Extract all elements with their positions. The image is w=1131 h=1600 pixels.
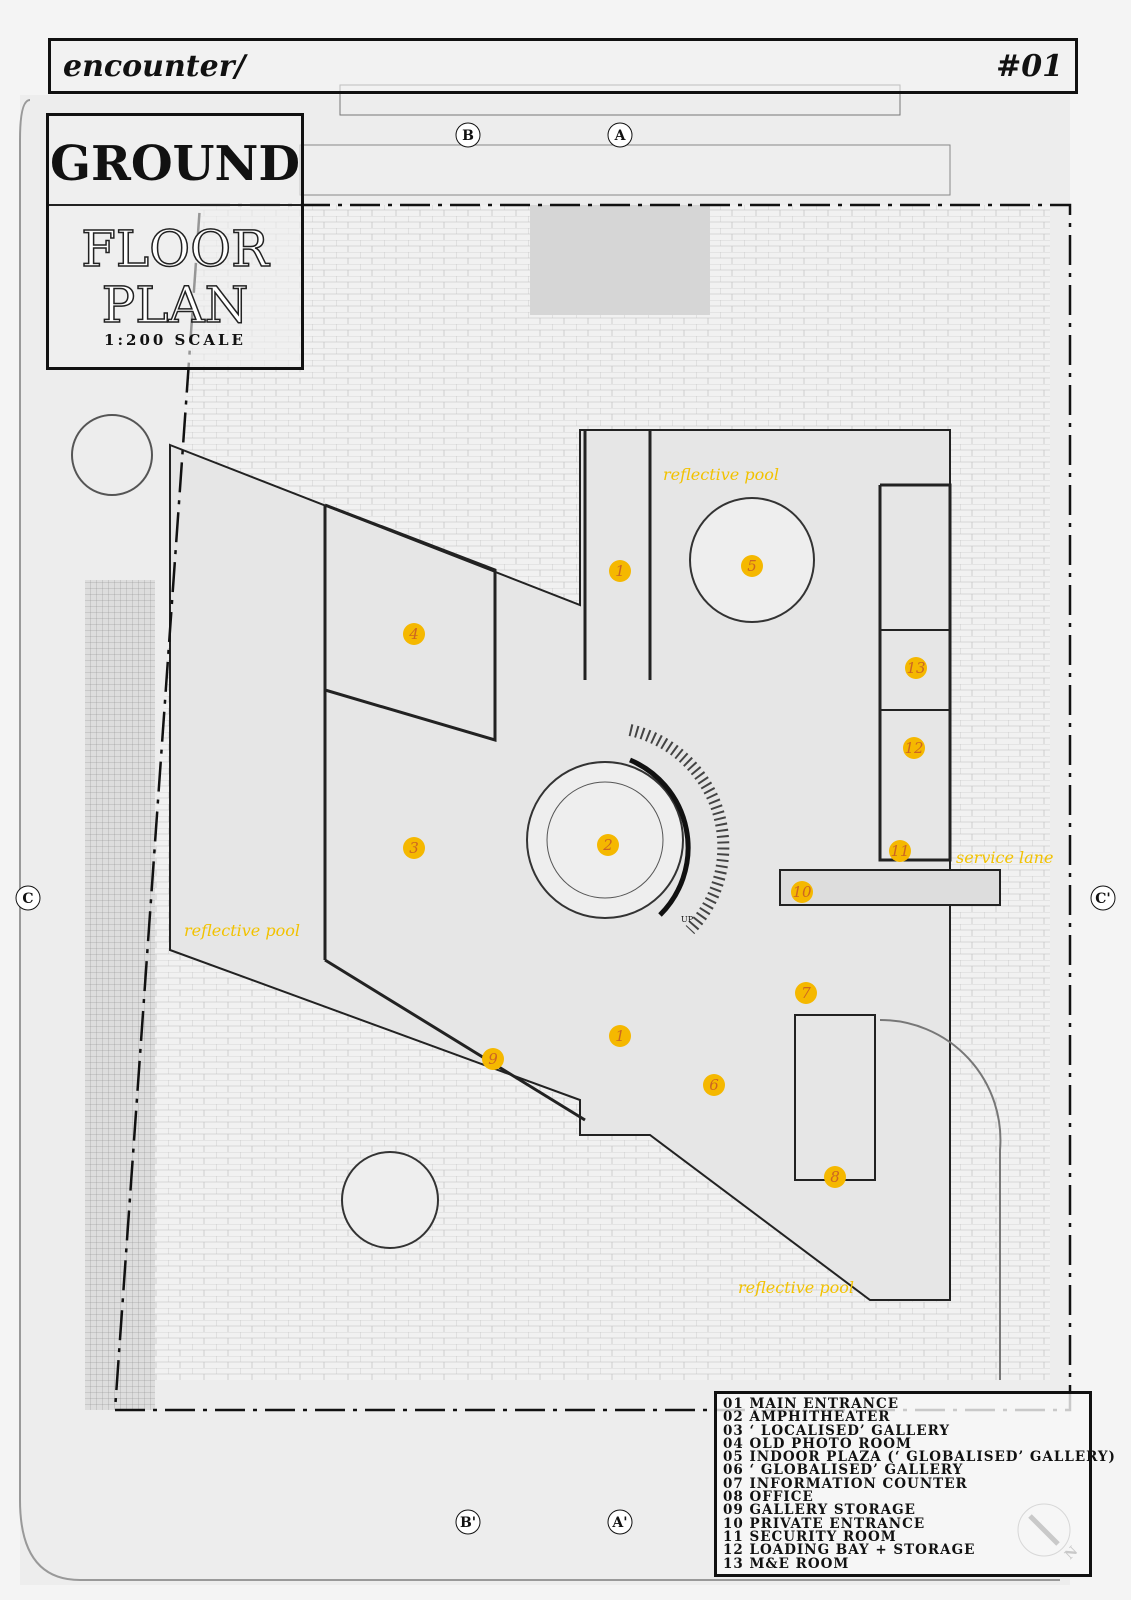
entry-paving [530, 205, 710, 315]
svg-text:10: 10 [792, 883, 812, 901]
room-marker-5: 5 [741, 555, 763, 577]
svg-text:1: 1 [615, 562, 625, 580]
svg-text:A': A' [611, 1515, 627, 1531]
legend-item: 02 AMPHITHEATER [723, 1409, 891, 1426]
legend-item: 12 LOADING BAY + STORAGE [723, 1542, 976, 1559]
room-marker-8: 8 [824, 1166, 846, 1188]
room-legend: 01 MAIN ENTRANCE 02 AMPHITHEATER 03 ‘ LO… [714, 1391, 1116, 1577]
title-floor: FLOOR [80, 220, 269, 278]
svg-text:C': C' [1095, 891, 1110, 907]
svg-text:8: 8 [830, 1168, 840, 1186]
side-walkway [85, 580, 155, 1410]
svg-text:6: 6 [709, 1076, 719, 1094]
section-marker-a: A [607, 122, 633, 148]
label-reflective-pool: reflective pool [184, 921, 300, 940]
header-bar: encounter/ #01 [48, 38, 1078, 94]
svg-text:3: 3 [409, 839, 419, 857]
legend-item: 03 ‘ LOCALISED’ GALLERY [723, 1422, 951, 1439]
sheet-number: #01 [996, 49, 1063, 84]
legend-item: 06 ‘ GLOBALISED’ GALLERY [723, 1462, 964, 1479]
label-reflective-pool: reflective pool [663, 465, 779, 484]
svg-text:11: 11 [890, 842, 909, 860]
room-marker-7: 7 [795, 982, 817, 1004]
legend-item: 11 SECURITY ROOM [723, 1528, 897, 1545]
section-marker-b-prime: B' [455, 1509, 481, 1535]
title-block: GROUND FLOOR PLAN 1:200 SCALE [46, 113, 304, 370]
room-marker-2: 2 [597, 834, 619, 856]
section-marker-b: B [455, 122, 481, 148]
svg-text:B: B [462, 128, 474, 144]
svg-text:B': B' [460, 1515, 476, 1531]
label-reflective-pool: reflective pool [738, 1278, 854, 1297]
service-rooms-walls [878, 483, 952, 862]
room-marker-1: 1 [609, 560, 631, 582]
legend-item: 10 PRIVATE ENTRANCE [723, 1515, 926, 1532]
svg-text:1: 1 [615, 1027, 625, 1045]
svg-text:7: 7 [801, 984, 811, 1002]
svg-text:13: 13 [906, 659, 925, 677]
legend-item: 05 INDOOR PLAZA (‘ GLOBALISED’ GALLERY) [723, 1449, 1116, 1466]
room-marker-4: 4 [403, 623, 425, 645]
room-marker-1: 1 [609, 1025, 631, 1047]
svg-text:9: 9 [488, 1050, 498, 1068]
svg-text:A: A [614, 128, 627, 144]
svg-text:2: 2 [602, 836, 613, 854]
title-floor-plan: FLOOR PLAN [49, 220, 301, 334]
photo-room-walls [323, 503, 497, 743]
svg-text:5: 5 [747, 557, 757, 575]
stair-up-label: UP [681, 915, 694, 924]
scale-label: 1:200 SCALE [104, 331, 246, 349]
section-marker-c: C [15, 885, 41, 911]
label-service-lane: service lane [956, 848, 1053, 867]
section-marker-c-prime: C' [1090, 885, 1116, 911]
legend-item: 07 INFORMATION COUNTER [723, 1475, 968, 1492]
room-marker-13: 13 [905, 657, 927, 679]
legend-item: 04 OLD PHOTO ROOM [723, 1435, 912, 1452]
private-entrance-corridor [779, 869, 1001, 906]
forecourt [299, 144, 951, 196]
legend-item: 09 GALLERY STORAGE [723, 1502, 916, 1519]
room-marker-3: 3 [403, 837, 425, 859]
room-marker-9: 9 [482, 1048, 504, 1070]
site-road [19, 99, 1060, 1581]
title-plan: PLAN [101, 276, 249, 334]
svg-text:12: 12 [904, 739, 923, 757]
project-name: encounter/ [63, 49, 246, 84]
corner-planter [71, 414, 153, 496]
room-marker-10: 10 [791, 881, 813, 903]
legend-item: 01 MAIN ENTRANCE [723, 1396, 900, 1412]
legend-item: 08 OFFICE [723, 1489, 814, 1506]
room-marker-6: 6 [703, 1074, 725, 1096]
title-ground: GROUND [49, 136, 301, 206]
courtyard-tree-planter [341, 1151, 439, 1249]
ramp [879, 1018, 1002, 1380]
room-marker-11: 11 [889, 840, 911, 862]
svg-text:4: 4 [408, 625, 419, 643]
room-marker-12: 12 [903, 737, 925, 759]
section-marker-a-prime: A' [607, 1509, 633, 1535]
svg-text:C: C [22, 891, 33, 907]
legend-item: 13 M&E ROOM [723, 1555, 850, 1572]
